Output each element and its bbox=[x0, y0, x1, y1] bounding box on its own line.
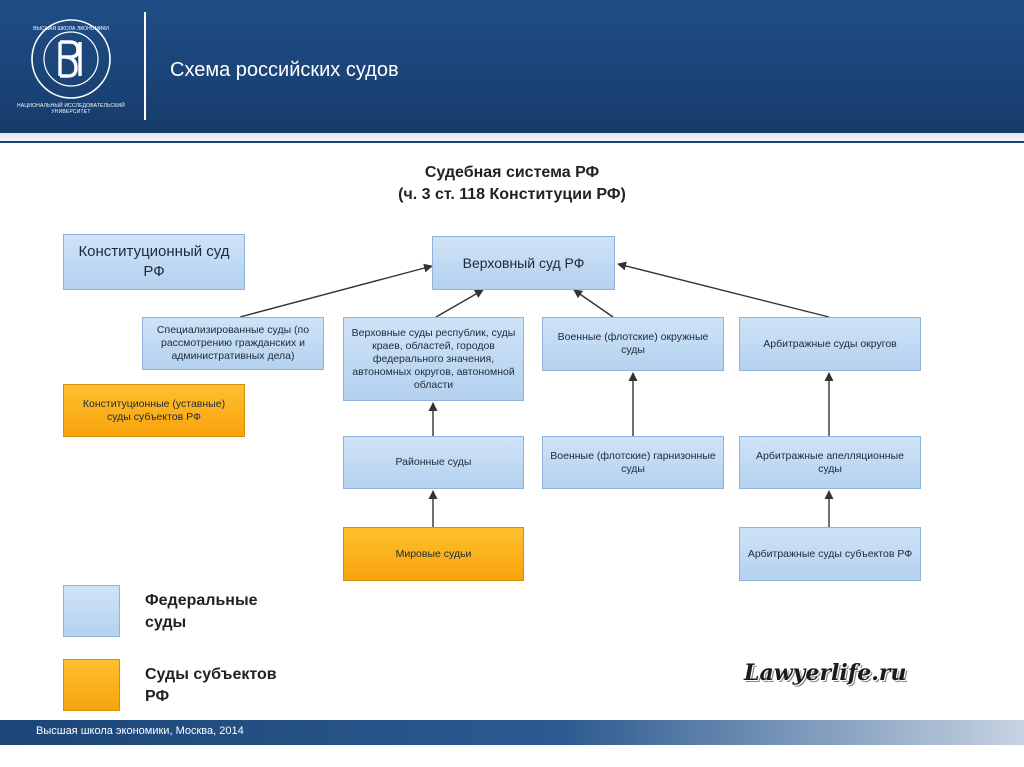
constitutional-court-box: Конституционный суд РФ bbox=[63, 234, 245, 290]
diagram-title: Судебная система РФ bbox=[424, 164, 600, 181]
arbitration-district-courts-box: Арбитражные суды округов bbox=[739, 317, 921, 371]
legend-federal-label: Федеральные суды bbox=[145, 592, 258, 631]
diagram-subtitle: (ч. 3 ст. 118 Конституции РФ) bbox=[398, 186, 626, 203]
military-garrison-courts-box: Военные (флотские) гарнизонные суды bbox=[542, 436, 724, 489]
watermark: Lawyerlife.ru bbox=[744, 660, 907, 686]
military-district-courts-box: Военные (флотские) окружные суды bbox=[542, 317, 724, 371]
legend-subjects-swatch bbox=[63, 659, 120, 711]
slide-title: Схема российских судов bbox=[170, 59, 399, 81]
regional-supreme-courts-box: Верховные суды республик, суды краев, об… bbox=[343, 317, 524, 401]
header-stripe bbox=[0, 133, 1024, 141]
header-divider bbox=[144, 12, 146, 120]
hse-logo-icon: ВЫСШАЯ ШКОЛА ЭКОНОМИКИ bbox=[31, 19, 111, 99]
arbitration-subject-courts-box: Арбитражные суды субъектов РФ bbox=[739, 527, 921, 581]
svg-text:ВЫСШАЯ ШКОЛА ЭКОНОМИКИ: ВЫСШАЯ ШКОЛА ЭКОНОМИКИ bbox=[33, 26, 109, 32]
supreme-court-box: Верховный суд РФ bbox=[432, 236, 615, 290]
footer-text: Высшая школа экономики, Москва, 2014 bbox=[36, 725, 244, 737]
slide-footer bbox=[0, 720, 1024, 745]
slide-header bbox=[0, 0, 1024, 133]
magistrates-box: Мировые судьи bbox=[343, 527, 524, 581]
district-courts-box: Районные суды bbox=[343, 436, 524, 489]
constitutional-subject-courts-box: Конституционные (уставные) суды субъекто… bbox=[63, 384, 245, 437]
legend-subjects-label: Суды субъектов РФ bbox=[145, 666, 277, 705]
legend-federal-swatch bbox=[63, 585, 120, 637]
logo-caption: НАЦИОНАЛЬНЫЙ ИССЛЕДОВАТЕЛЬСКИЙ УНИВЕРСИТ… bbox=[17, 103, 125, 115]
header-rule bbox=[0, 141, 1024, 143]
specialized-courts-box: Специализированные суды (по рассмотрению… bbox=[142, 317, 324, 370]
arbitration-appeal-courts-box: Арбитражные апелляционные суды bbox=[739, 436, 921, 489]
